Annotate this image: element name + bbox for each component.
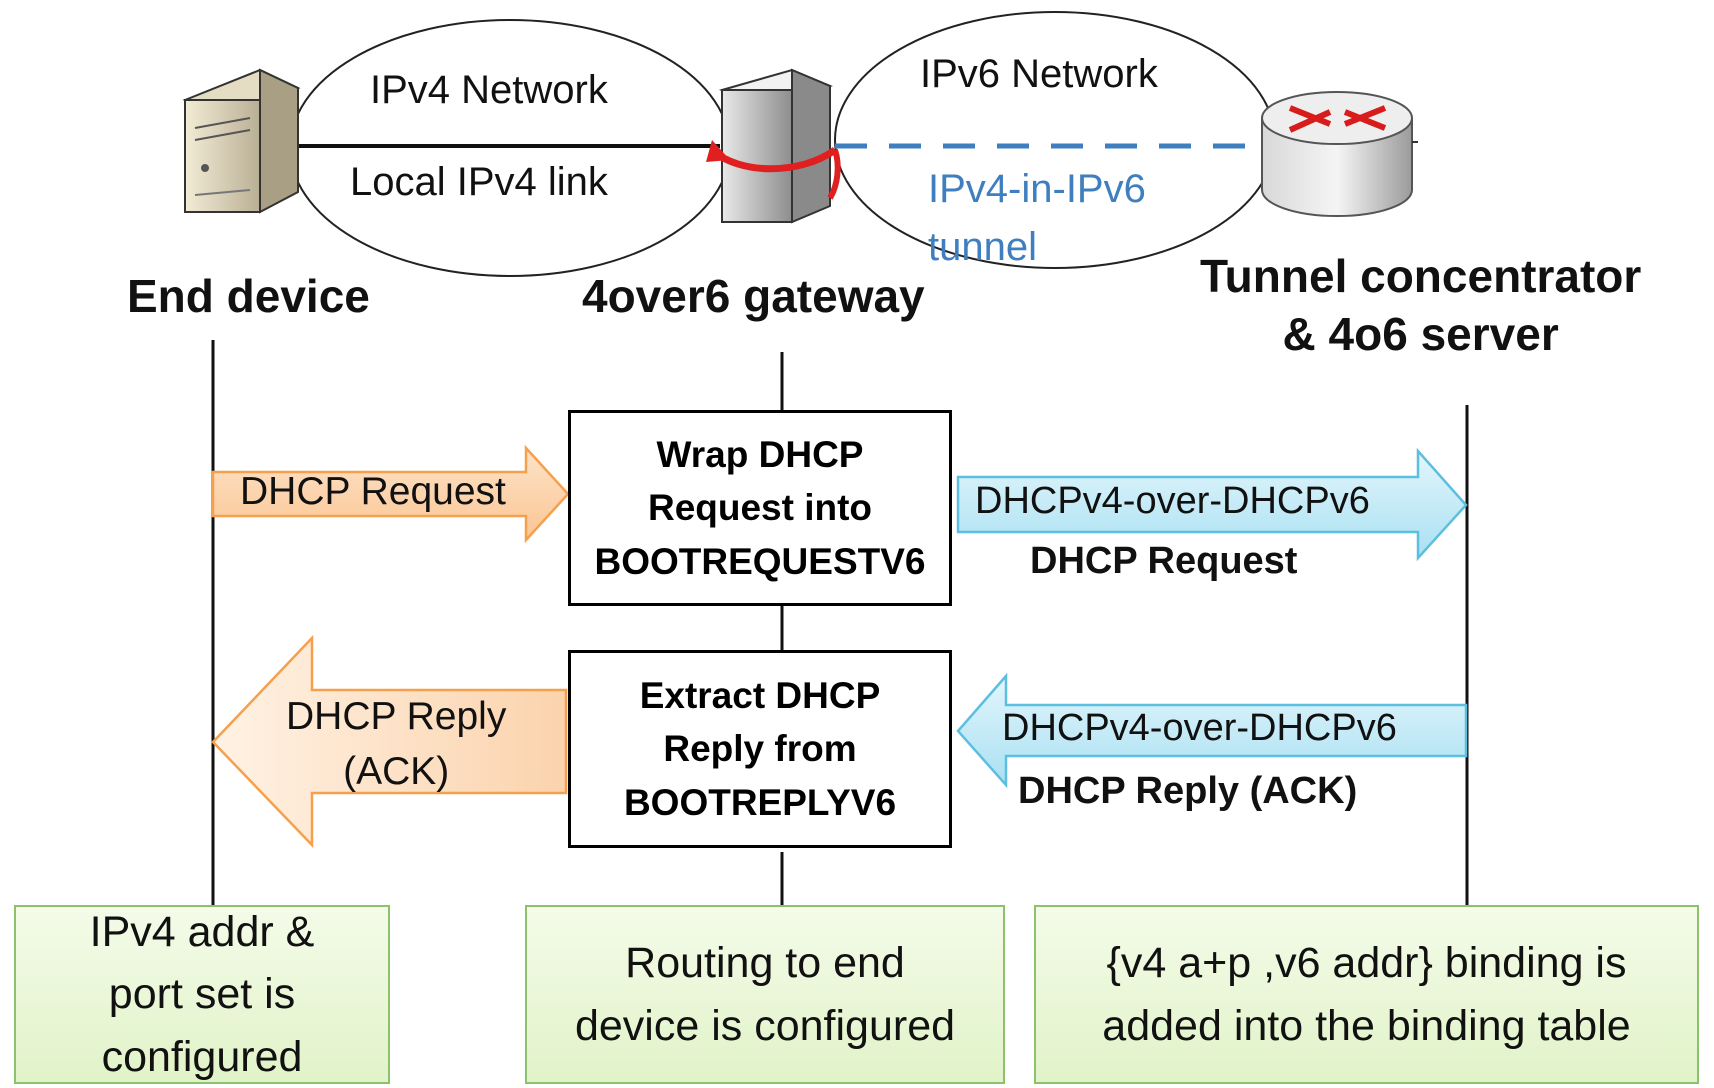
end-device-note-line: IPv4 addr & xyxy=(89,907,315,956)
ipv6-network-label: IPv6 Network xyxy=(920,52,1158,96)
local-link-label: Local IPv4 link xyxy=(350,160,608,204)
concentrator-title-line: Tunnel concentrator xyxy=(1200,250,1642,302)
end-device-title: End device xyxy=(127,270,370,322)
ipv4-network-label: IPv4 Network xyxy=(370,68,608,112)
wrap-box-line: BOOTREQUESTV6 xyxy=(594,540,926,582)
wrap-box-line: Request into xyxy=(647,487,873,529)
tunnel-label-line: tunnel xyxy=(928,225,1037,269)
extract-box-line: BOOTREPLYV6 xyxy=(623,781,897,823)
dhcp-request-arrow xyxy=(211,444,570,544)
v4v6-request-sublabel: DHCP Request xyxy=(1030,540,1298,582)
gateway-note: Routing to end device is configured xyxy=(525,905,1005,1084)
v4v6-reply-label: DHCPv4-over-DHCPv6 xyxy=(1002,707,1397,749)
end-device-note: IPv4 addr & port set is configured xyxy=(14,905,390,1084)
gateway-title: 4over6 gateway xyxy=(582,270,925,322)
v4v6-reply-sublabel: DHCP Reply (ACK) xyxy=(1018,770,1358,812)
wrap-request-box: Wrap DHCP Request into BOOTREQUESTV6 xyxy=(568,410,952,606)
end-device-note-line: port set is xyxy=(108,970,296,1019)
gateway-note-line: device is configured xyxy=(574,1001,956,1050)
dhcpv4-over-dhcpv6-reply-arrow xyxy=(956,672,1468,789)
wrap-box-line: Wrap DHCP xyxy=(656,433,864,475)
extract-box-line: Extract DHCP xyxy=(639,674,881,716)
server-note: {v4 a+p ,v6 addr} binding is added into … xyxy=(1034,905,1699,1084)
end-device-note-line: configured xyxy=(101,1032,303,1081)
dhcpv4-over-dhcpv6-request-arrow xyxy=(956,447,1468,562)
extract-box-line: Reply from xyxy=(663,728,857,770)
extract-reply-box: Extract DHCP Reply from BOOTREPLYV6 xyxy=(568,650,952,848)
v4v6-request-label: DHCPv4-over-DHCPv6 xyxy=(975,480,1370,522)
tunnel-label-line: IPv4-in-IPv6 xyxy=(928,167,1146,211)
gateway-note-line: Routing to end xyxy=(625,939,905,988)
tunnel-label: IPv4-in-IPv6 tunnel xyxy=(928,160,1146,276)
concentrator-title-line: & 4o6 server xyxy=(1282,307,1559,360)
server-note-line: added into the binding table xyxy=(1102,1001,1631,1050)
concentrator-title: Tunnel concentrator & 4o6 server xyxy=(1200,248,1641,363)
server-icon xyxy=(182,68,301,214)
dhcp-reply-label-line: DHCP Reply xyxy=(286,695,507,738)
dhcp-reply-label-line: (ACK) xyxy=(343,749,450,793)
dhcp-reply-label: DHCP Reply (ACK) xyxy=(286,690,506,799)
server-note-line: {v4 a+p ,v6 addr} binding is xyxy=(1106,939,1627,988)
dhcp-request-label: DHCP Request xyxy=(240,470,506,513)
router-icon xyxy=(1261,91,1418,217)
dhcp-reply-arrow xyxy=(211,634,568,849)
gateway-icon xyxy=(706,68,841,224)
